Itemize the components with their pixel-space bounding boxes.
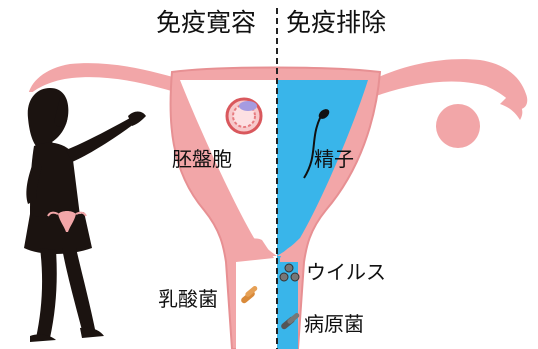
blastocyst <box>227 99 261 133</box>
label-virus: ウイルス <box>306 262 386 282</box>
right-ovary <box>436 104 480 148</box>
heading-immune-exclusion: 免疫排除 <box>286 10 386 35</box>
label-sperm: 精子 <box>314 149 354 169</box>
label-pathogen: 病原菌 <box>304 314 364 334</box>
label-lactobacillus: 乳酸菌 <box>158 289 218 309</box>
cervix-lumen-left <box>236 256 277 349</box>
label-blastocyst: 胚盤胞 <box>172 149 232 169</box>
heading-immune-tolerance: 免疫寛容 <box>156 10 256 35</box>
